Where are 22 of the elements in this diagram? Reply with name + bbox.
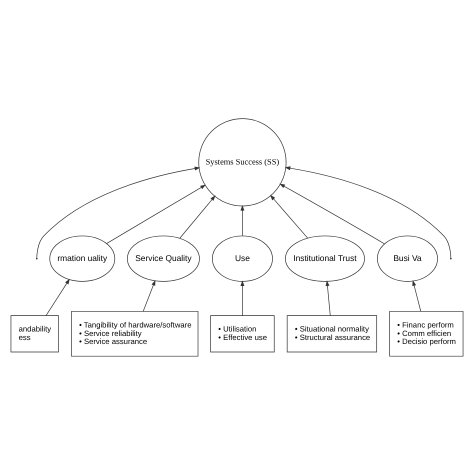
node-box: andability ess [10,314,59,352]
arrow [106,184,206,244]
arrow [279,183,385,244]
arrow [270,194,308,238]
node-ellipse: Service Quality [127,235,200,282]
node-ellipse: Institutional Trust [285,235,365,282]
arrow [179,194,216,238]
arrow [36,166,200,258]
node-box: • Situational normality • Structural assurance [286,314,378,352]
node-ellipse: rmation uality [49,235,116,282]
node-ellipse: Busi Va [377,235,438,282]
arrow [142,279,156,312]
arrow [46,278,70,316]
arrow [412,280,422,312]
node-box: • Financ perform • Comm efficien • Decisio perform [389,310,464,356]
arrow [240,204,244,236]
arrow [240,280,244,316]
arrow [284,166,452,258]
node-ellipse: Use [212,235,273,282]
node-box: • Utilisation • Effective use [210,314,275,352]
arrow [326,280,331,316]
node-box: • Tangibility of hardware/software • Service reliability • Service assurance [71,310,198,356]
